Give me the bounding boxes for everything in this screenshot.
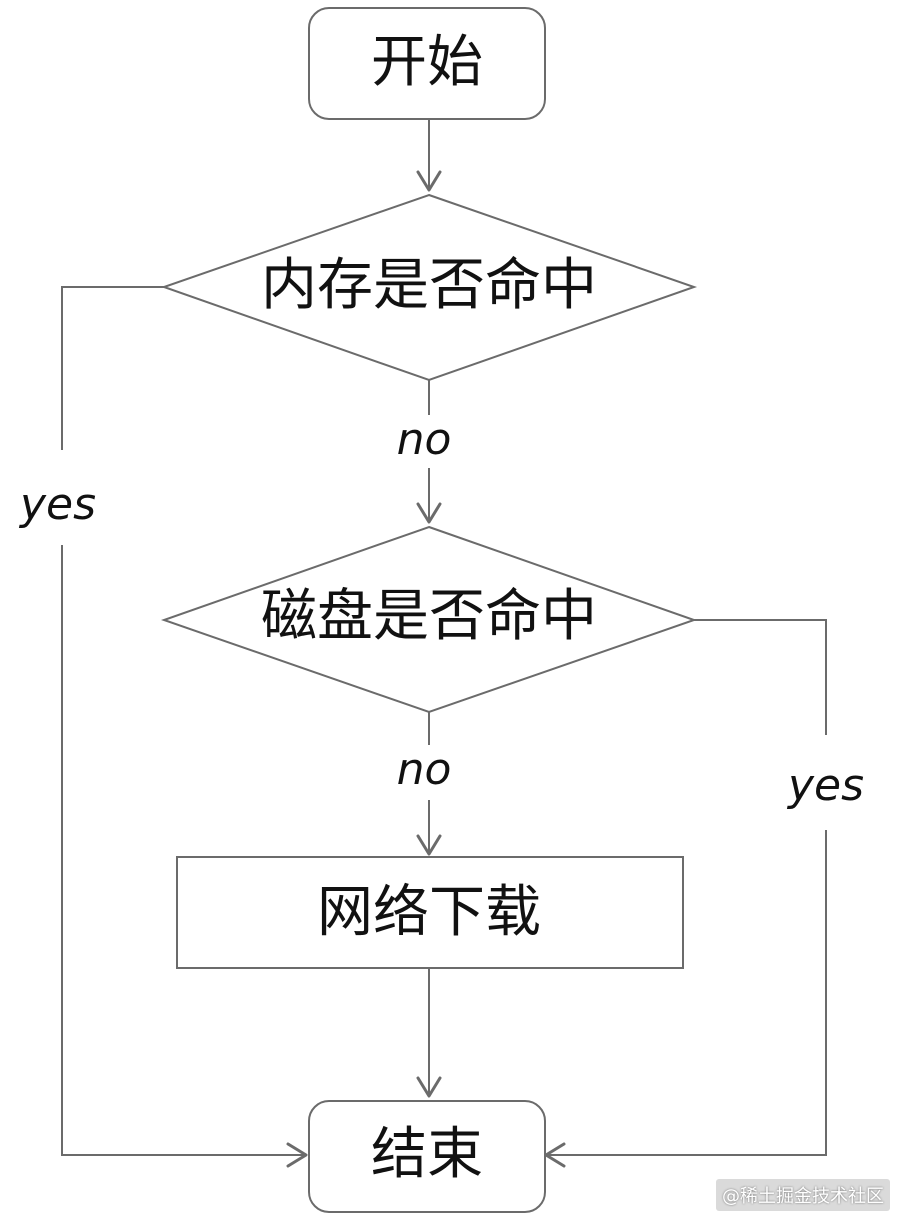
disk-yes-label: yes <box>786 760 864 811</box>
download-node-label: 网络下载 <box>317 880 541 945</box>
arrowhead-download-to-end <box>416 1076 442 1098</box>
arrowhead-memory-to-disk <box>416 502 442 524</box>
edge-memory-yes-bottom <box>61 545 304 1156</box>
edge-disk-yes-bottom <box>548 830 827 1156</box>
start-node-label: 开始 <box>371 30 483 95</box>
memory-yes-label: yes <box>18 479 96 530</box>
edge-disk-yes-top <box>693 619 827 735</box>
disk-decision-label: 磁盘是否命中 <box>261 584 597 649</box>
memory-no-label: no <box>397 414 452 465</box>
download-node <box>176 856 684 969</box>
watermark: @稀土掘金技术社区 <box>716 1179 890 1211</box>
disk-decision-node <box>160 525 698 714</box>
disk-no-label: no <box>397 744 452 795</box>
arrowhead-memory-yes <box>286 1142 308 1168</box>
arrowhead-disk-to-download <box>416 834 442 856</box>
end-node <box>308 1100 546 1213</box>
arrowhead-start-to-memory <box>416 170 442 192</box>
end-node-label: 结束 <box>371 1122 483 1187</box>
memory-decision-node <box>160 193 698 382</box>
edge-memory-yes-top <box>61 286 165 450</box>
start-node <box>308 7 546 120</box>
memory-decision-label: 内存是否命中 <box>261 253 597 318</box>
